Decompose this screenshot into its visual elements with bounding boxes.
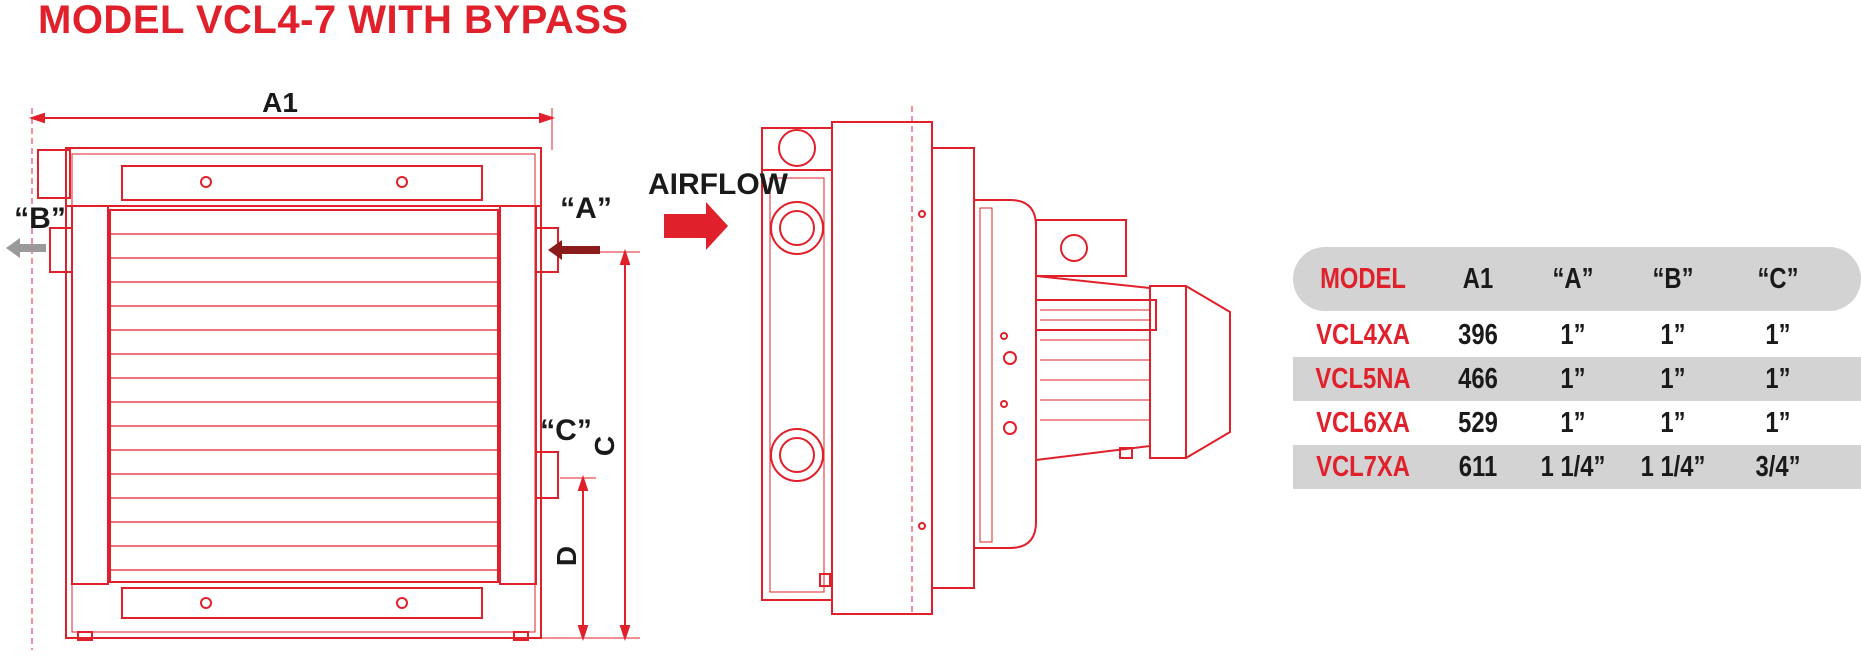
header-a: “A” xyxy=(1552,262,1594,295)
port-label-b: “B” xyxy=(14,202,66,235)
cell-a: 1” xyxy=(1560,406,1586,439)
front-view xyxy=(28,108,640,650)
table-row: VCL5NA 466 1” 1” 1” xyxy=(1293,357,1861,401)
cell-a: 1” xyxy=(1560,318,1586,351)
cell-c: 3/4” xyxy=(1755,450,1801,483)
cell-c: 1” xyxy=(1765,362,1791,395)
cell-a1: 611 xyxy=(1458,450,1498,483)
side-view xyxy=(761,106,1231,616)
header-c: “C” xyxy=(1757,262,1799,295)
cell-c: 1” xyxy=(1765,406,1791,439)
arrow-a-in xyxy=(548,240,600,260)
cell-b: 1” xyxy=(1660,406,1686,439)
port-label-c: “C” xyxy=(540,414,592,447)
airflow-arrow xyxy=(664,202,728,250)
table-row: VCL6XA 529 1” 1” 1” xyxy=(1293,401,1861,445)
cell-a1: 529 xyxy=(1458,406,1498,439)
header-model: MODEL xyxy=(1320,262,1406,295)
cell-b: 1 1/4” xyxy=(1640,450,1706,483)
cell-a1: 466 xyxy=(1458,362,1498,395)
cell-a1: 396 xyxy=(1458,318,1498,351)
table-row: VCL4XA 396 1” 1” 1” xyxy=(1293,313,1861,357)
cell-b: 1” xyxy=(1660,362,1686,395)
dim-label-a1: A1 xyxy=(262,87,298,118)
cell-model: VCL6XA xyxy=(1316,406,1410,439)
cell-model: VCL5NA xyxy=(1315,362,1411,395)
cell-model: VCL4XA xyxy=(1316,318,1410,351)
cell-model: VCL7XA xyxy=(1316,450,1410,483)
header-b: “B” xyxy=(1652,262,1694,295)
cell-a: 1” xyxy=(1560,362,1586,395)
page-title: MODEL VCL4-7 WITH BYPASS xyxy=(38,0,629,42)
cell-a: 1 1/4” xyxy=(1540,450,1606,483)
cell-c: 1” xyxy=(1765,318,1791,351)
airflow-label: AIRFLOW xyxy=(648,168,789,201)
arrow-b-out xyxy=(6,238,46,258)
table-header-row: MODEL A1 “A” “B” “C” xyxy=(1293,247,1861,311)
port-label-a: “A” xyxy=(560,192,612,225)
specs-table: MODEL A1 “A” “B” “C” VCL4XA 396 1” 1” 1”… xyxy=(1293,247,1861,489)
dim-label-d: D xyxy=(551,546,582,566)
dim-label-c: C xyxy=(589,436,620,456)
cell-b: 1” xyxy=(1660,318,1686,351)
table-row: VCL7XA 611 1 1/4” 1 1/4” 3/4” xyxy=(1293,445,1861,489)
header-a1: A1 xyxy=(1462,262,1494,295)
